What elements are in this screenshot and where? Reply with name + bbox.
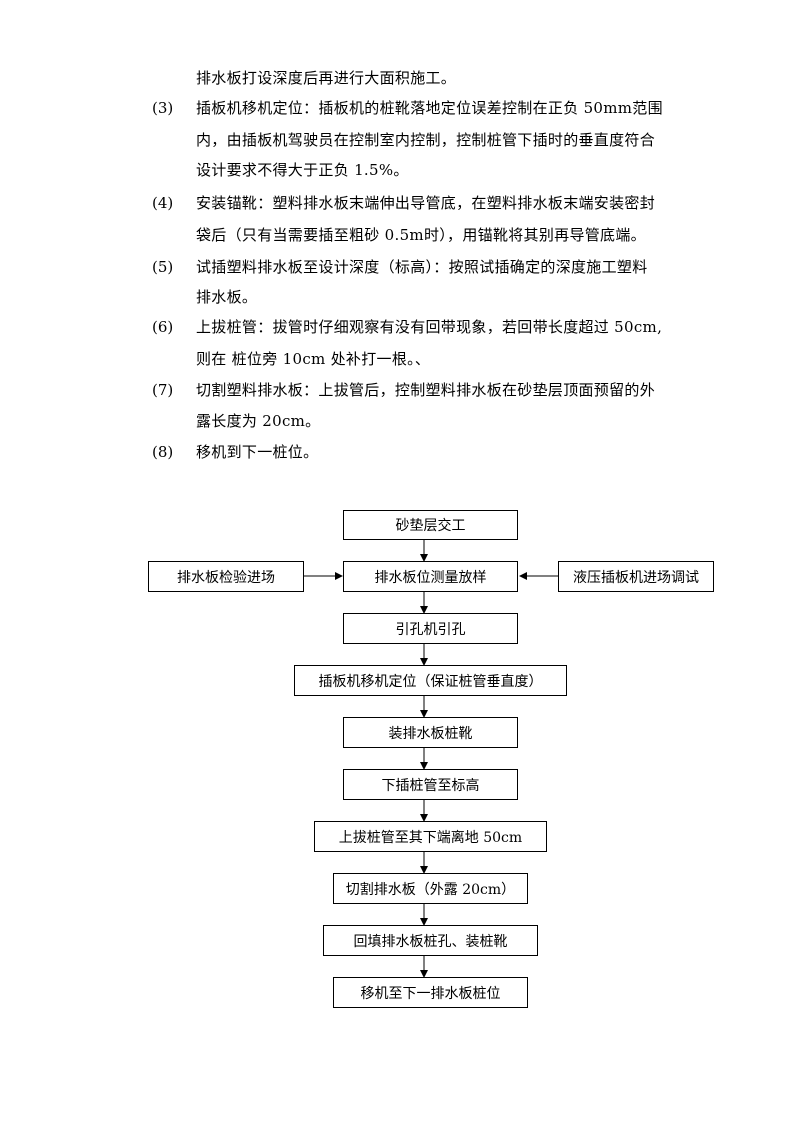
flow-step-pilot-hole: 引孔机引孔	[343, 613, 518, 644]
text-line: 设计要求不得大于正负 1.5%。	[196, 161, 409, 179]
text-line: 安装锚靴：塑料排水板末端伸出导管底，在塑料排水板末端安装密封	[196, 194, 656, 212]
item-number: (6)	[152, 318, 174, 336]
item-number: (3)	[152, 99, 174, 117]
flow-step-insert-pipe: 下插桩管至标高	[343, 769, 518, 800]
flow-step-pull-pipe: 上拔桩管至其下端离地 50cm	[314, 821, 547, 852]
flow-step-backfill: 回填排水板桩孔、装桩靴	[323, 925, 538, 956]
flow-step-install-shoe: 装排水板桩靴	[343, 717, 518, 748]
item-number: (5)	[152, 258, 174, 276]
text-line: 切割塑料排水板：上拔管后，控制塑料排水板在砂垫层顶面预留的外	[196, 381, 656, 399]
flow-step-machine-debug: 液压插板机进场调试	[558, 561, 714, 592]
text-line: 排水板。	[196, 288, 258, 306]
flow-step-cut-board: 切割排水板（外露 20cm）	[333, 873, 528, 904]
flow-step-board-inspection: 排水板检验进场	[148, 561, 304, 592]
item-number: (7)	[152, 381, 174, 399]
text-line: 排水板打设深度后再进行大面积施工。	[196, 69, 457, 87]
flow-step-sand-cushion: 砂垫层交工	[343, 510, 518, 540]
flow-step-survey-layout: 排水板位测量放样	[343, 561, 518, 592]
text-line: 上拔桩管：拔管时仔细观察有没有回带现象，若回带长度超过 50cm,	[196, 318, 663, 336]
text-line: 则在 桩位旁 10cm 处补打一根。、	[196, 350, 431, 368]
flow-step-machine-positioning: 插板机移机定位（保证桩管垂直度）	[294, 665, 567, 696]
text-line: 插板机移机定位：插板机的桩靴落地定位误差控制在正负 50mm范围	[196, 99, 663, 117]
item-number: (4)	[152, 194, 174, 212]
text-line: 露长度为 20cm。	[196, 412, 321, 430]
flow-step-next-position: 移机至下一排水板桩位	[333, 977, 528, 1008]
text-line: 内，由插板机驾驶员在控制室内控制，控制桩管下插时的垂直度符合	[196, 131, 656, 149]
text-line: 移机到下一桩位。	[196, 443, 319, 461]
item-number: (8)	[152, 443, 174, 461]
text-line: 试插塑料排水板至设计深度（标高）：按照试插确定的深度施工塑料	[196, 258, 648, 276]
text-line: 袋后（只有当需要插至粗砂 0.5m时），用锚靴将其别再导管底端。	[196, 226, 646, 244]
